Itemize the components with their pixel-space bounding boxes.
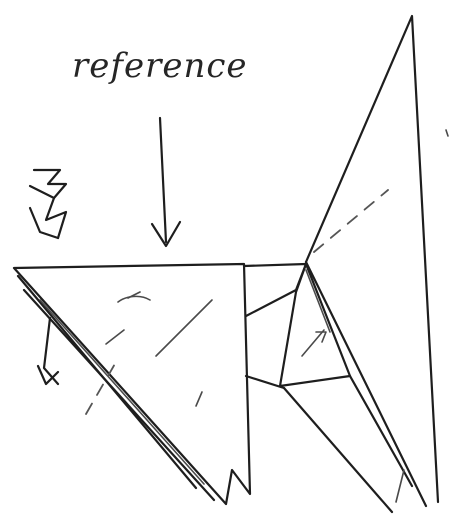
reference-arrow	[152, 118, 180, 246]
crease-marks	[86, 292, 212, 414]
reference-label: reference	[72, 46, 248, 86]
valley-fold-arrow-icon	[30, 170, 66, 238]
right-point	[284, 16, 448, 512]
left-flap	[14, 264, 250, 504]
fold-under-arrow-icon	[38, 318, 58, 384]
center-panel	[244, 264, 306, 388]
